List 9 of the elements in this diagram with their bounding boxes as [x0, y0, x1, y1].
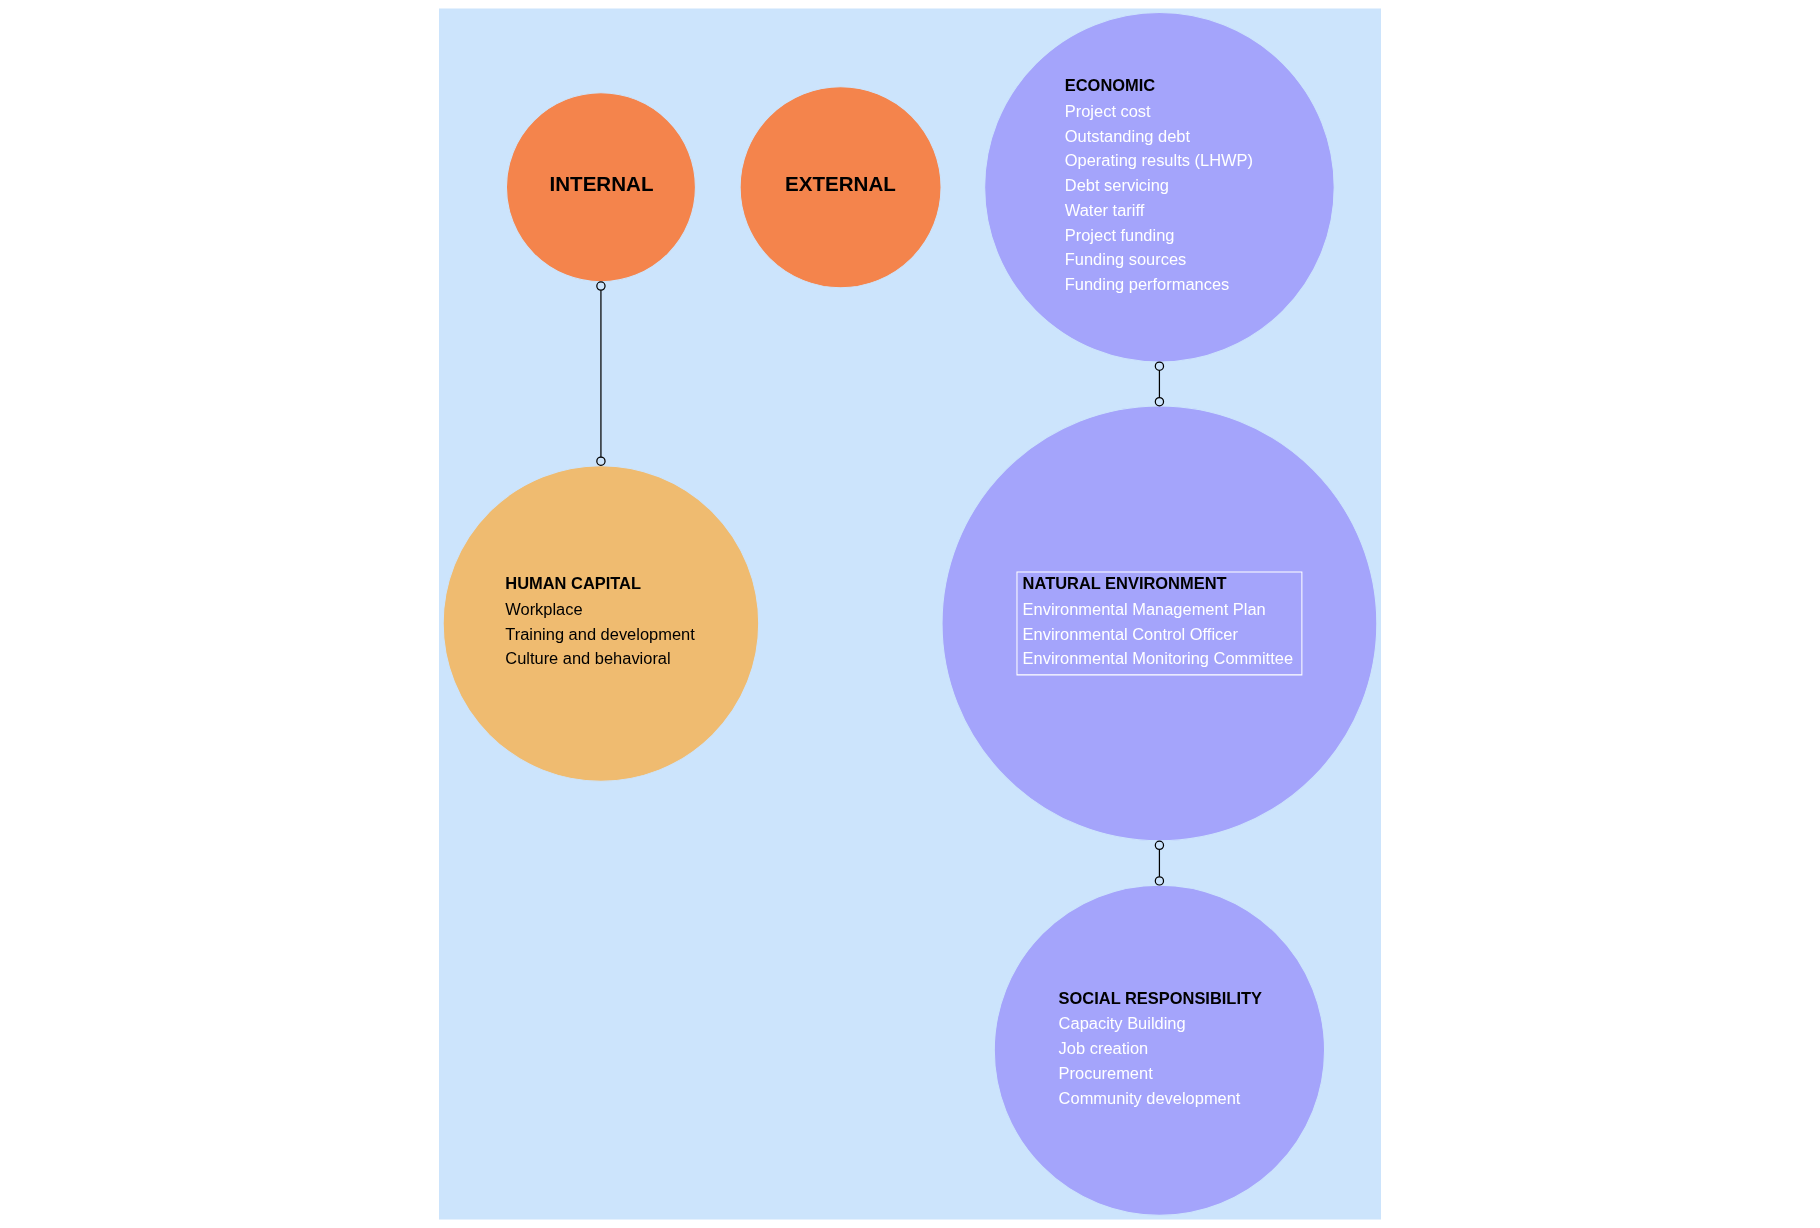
node-circle: NATURAL ENVIRONMENT Environmental Management Plan Environmental Control Officer Environmental Monitoring Committee [941, 405, 1378, 842]
connector [1154, 361, 1165, 407]
connector [596, 281, 606, 466]
connector [1154, 840, 1165, 886]
node-circle: SOCIAL RESPONSIBILITY Capacity Building Job creation Procurement Community development [993, 884, 1326, 1216]
node-circle: INTERNAL [505, 92, 696, 283]
node-circle: ECONOMIC Project cost Outstanding debt Operating results (LHWP) Debt servicing Water tariff Project funding Funding sources Funding performances [984, 11, 1335, 363]
node-circle: HUMAN CAPITAL Workplace Training and development Culture and behavioral [442, 465, 760, 782]
node-circle: EXTERNAL [739, 86, 942, 289]
